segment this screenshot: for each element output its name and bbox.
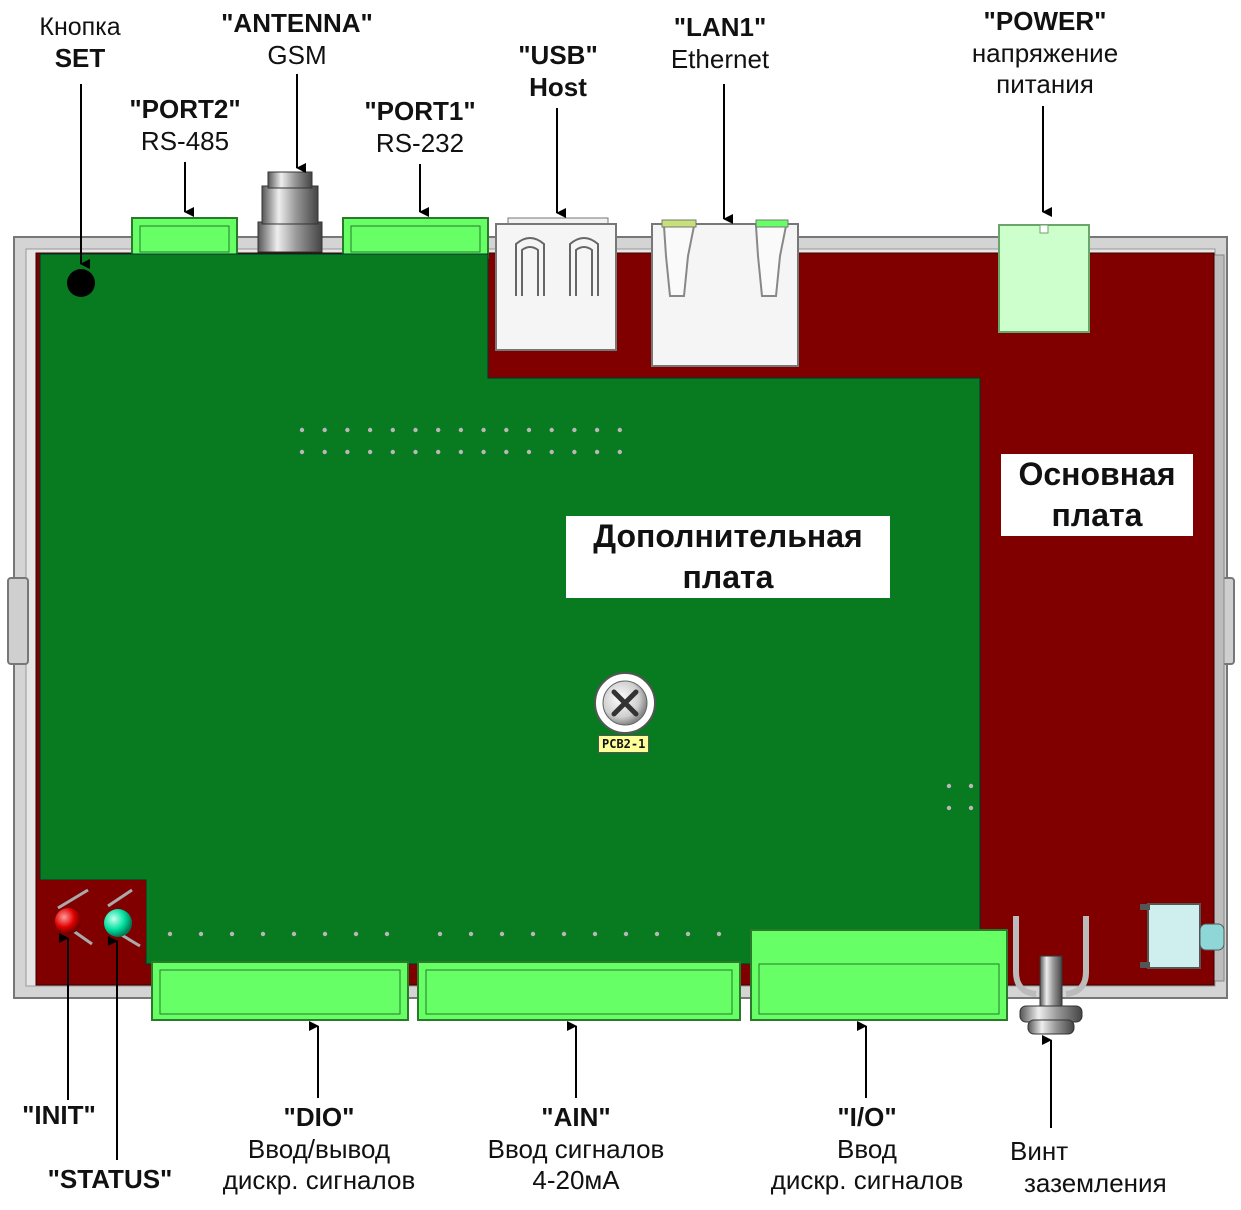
status-led: [104, 909, 132, 937]
usb-label: "USB" Host: [518, 40, 598, 102]
extra-board-label: Дополнительная плата: [566, 516, 890, 598]
io-connector: [750, 929, 1008, 1021]
antenna-connector: [257, 171, 323, 253]
pin-dot: [322, 427, 327, 433]
pin-dot: [390, 427, 395, 433]
status-label: "STATUS": [47, 1164, 173, 1194]
pin-dot: [413, 427, 418, 433]
pin-dot: [716, 931, 722, 937]
usb-connector: [495, 217, 617, 351]
pin-dot: [345, 427, 350, 433]
pin-dot: [504, 449, 509, 455]
pin-dot: [437, 931, 443, 937]
pin-dot: [526, 427, 532, 433]
pin-dot: [436, 449, 441, 455]
ain-label: "AIN" Ввод сигналов 4-20мА: [487, 1102, 665, 1196]
pin-dot: [946, 805, 952, 811]
pin-dot: [946, 783, 952, 789]
port2-label: "PORT2" RS-485: [129, 94, 241, 156]
pin-dot: [549, 427, 554, 433]
mounting-screw: [594, 672, 656, 734]
pin-dot: [561, 931, 567, 937]
init-led: [55, 908, 81, 934]
pin-dot: [353, 931, 359, 937]
pin-dot: [617, 449, 622, 455]
screw-tag: PCB2-1: [598, 735, 650, 753]
pin-dot: [481, 449, 486, 455]
pin-dot: [458, 427, 464, 433]
pin-dot: [572, 427, 577, 433]
lan1-label: "LAN1" Ethernet: [670, 12, 770, 74]
pin-dot: [592, 931, 598, 937]
pin-dot: [322, 931, 328, 937]
pin-dot: [572, 449, 577, 455]
pin-dots: [167, 427, 974, 937]
pin-dot: [413, 449, 418, 455]
pin-dot: [617, 427, 622, 433]
ground-label: Винт заземления: [1010, 1136, 1167, 1198]
dio-label: "DIO" Ввод/вывод дискр. сигналов: [222, 1102, 416, 1196]
pin-dot: [594, 449, 600, 455]
antenna-label: "ANTENNA" GSM: [221, 8, 373, 70]
pin-dot: [481, 427, 486, 433]
pin-dot: [367, 449, 373, 455]
pin-dot: [499, 931, 505, 937]
pin-dot: [685, 931, 691, 937]
pin-dot: [623, 931, 629, 937]
pin-dot: [968, 783, 974, 789]
pin-dot: [367, 427, 373, 433]
callout-arrows: [59, 74, 1052, 1160]
pin-dot: [291, 931, 297, 937]
ain-connector: [417, 961, 741, 1021]
io-label: "I/O" Ввод дискр. сигналов: [770, 1102, 964, 1196]
pin-dot: [594, 427, 600, 433]
pin-dot: [526, 449, 532, 455]
pin-dot: [654, 931, 660, 937]
pin-dot: [322, 449, 327, 455]
port2-connector: [131, 217, 238, 259]
pin-dot: [504, 427, 509, 433]
pin-dot: [229, 931, 235, 937]
pin-dot: [390, 449, 395, 455]
pin-dot: [167, 931, 173, 937]
pin-dot: [468, 931, 474, 937]
pin-dot: [549, 449, 554, 455]
main-board-label: Основная плата: [1001, 454, 1193, 536]
pin-dot: [345, 449, 350, 455]
power-label: "POWER" напряжение питания: [971, 6, 1119, 100]
port1-connector: [342, 217, 489, 259]
pin-dot: [260, 931, 266, 937]
init-label: "INIT": [22, 1100, 96, 1130]
set-label: Кнопка SET: [39, 13, 121, 73]
pin-dot: [299, 427, 305, 433]
pin-dot: [968, 805, 974, 811]
pin-dot: [299, 449, 305, 455]
side-latch: [1140, 903, 1225, 969]
ground-screw: [1013, 916, 1089, 1035]
dio-connector: [151, 961, 409, 1021]
pin-dot: [530, 931, 536, 937]
set-button[interactable]: [67, 269, 95, 297]
port1-label: "PORT1" RS-232: [364, 96, 476, 158]
pin-dot: [384, 931, 390, 937]
pin-dot: [458, 449, 464, 455]
pin-dot: [198, 931, 204, 937]
pin-dot: [436, 427, 441, 433]
power-connector: [998, 224, 1090, 333]
lan1-connector: [651, 219, 799, 367]
